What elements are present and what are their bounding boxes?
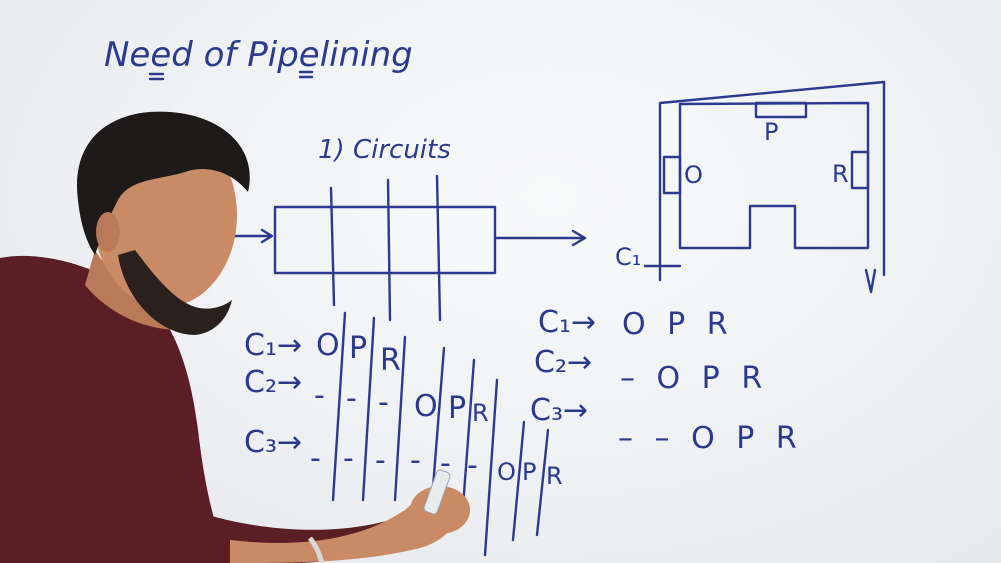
table-line: [331, 311, 347, 502]
sequence-value-c1: O P R: [622, 307, 734, 342]
table-cell: -: [314, 378, 325, 413]
table-cell: R: [472, 399, 489, 427]
circuit-label-r: R: [832, 160, 849, 188]
table-cell: -: [375, 443, 386, 478]
circuit-o-register: [662, 155, 682, 195]
circuit-label-o: O: [684, 161, 703, 189]
table-line: [393, 335, 407, 502]
table-line: [361, 316, 376, 502]
presenter-shirt: [0, 255, 230, 563]
input-arrow: [228, 228, 274, 244]
presenter-bracelet: [308, 536, 325, 563]
presenter-beard: [118, 250, 232, 335]
table-cell: -: [378, 385, 389, 420]
presenter-ear: [96, 212, 120, 252]
table-line: [430, 346, 446, 502]
table-cell: P: [522, 458, 536, 486]
table-cell: O: [414, 389, 438, 424]
table-line: [460, 358, 476, 522]
table-cell: O: [497, 458, 516, 486]
table-line: [511, 420, 526, 542]
title-underline-mark: [148, 72, 165, 81]
table-cell: -: [346, 381, 357, 416]
table-cell: -: [440, 446, 451, 481]
circuit-r-register: [850, 150, 870, 190]
table-line: [535, 428, 550, 537]
row-label-c2: C₂→: [244, 365, 302, 400]
row-label-c3: C₃→: [244, 425, 302, 460]
circuit-output-arrowhead: [864, 268, 877, 294]
table-cell: P: [349, 331, 367, 366]
circuit-inner-block: [678, 101, 870, 250]
table-cell: R: [380, 343, 401, 378]
table-cell: -: [467, 448, 478, 483]
stage-divider-2: [386, 178, 392, 322]
output-arrow: [493, 229, 587, 247]
table-cell: P: [448, 391, 466, 426]
presenter-hand: [410, 486, 470, 534]
board-title: Need of Pipelining: [104, 35, 413, 75]
presenter-forearm: [230, 495, 457, 563]
sequence-label-c2: C₂→: [534, 345, 592, 380]
sequence-value-c3: – – O P R: [618, 421, 803, 456]
presenter-hair: [76, 111, 250, 255]
table-cell: -: [310, 441, 321, 476]
title-underline-mark-2: [298, 70, 314, 79]
stage-divider-3: [435, 174, 442, 322]
table-line: [483, 378, 499, 557]
row-label-c1: C₁→: [244, 328, 302, 363]
table-cell: O: [316, 328, 340, 363]
table-cell: -: [410, 443, 421, 478]
circuit-outer-wire: [658, 80, 886, 282]
table-cell: R: [546, 462, 563, 490]
circuit-p-register: [754, 101, 808, 119]
table-cell: -: [343, 441, 354, 476]
sequence-value-c2: – O P R: [620, 361, 768, 396]
circuit-label-input: C₁: [615, 243, 641, 271]
pipeline-box: [273, 205, 497, 275]
stage-divider-1: [329, 186, 336, 307]
marker-icon: [423, 469, 451, 515]
sequence-label-c1: C₁→: [538, 305, 596, 340]
sequence-label-c3: C₃→: [530, 393, 588, 428]
section-heading: 1) Circuits: [318, 135, 451, 165]
circuit-label-p: P: [764, 118, 778, 146]
